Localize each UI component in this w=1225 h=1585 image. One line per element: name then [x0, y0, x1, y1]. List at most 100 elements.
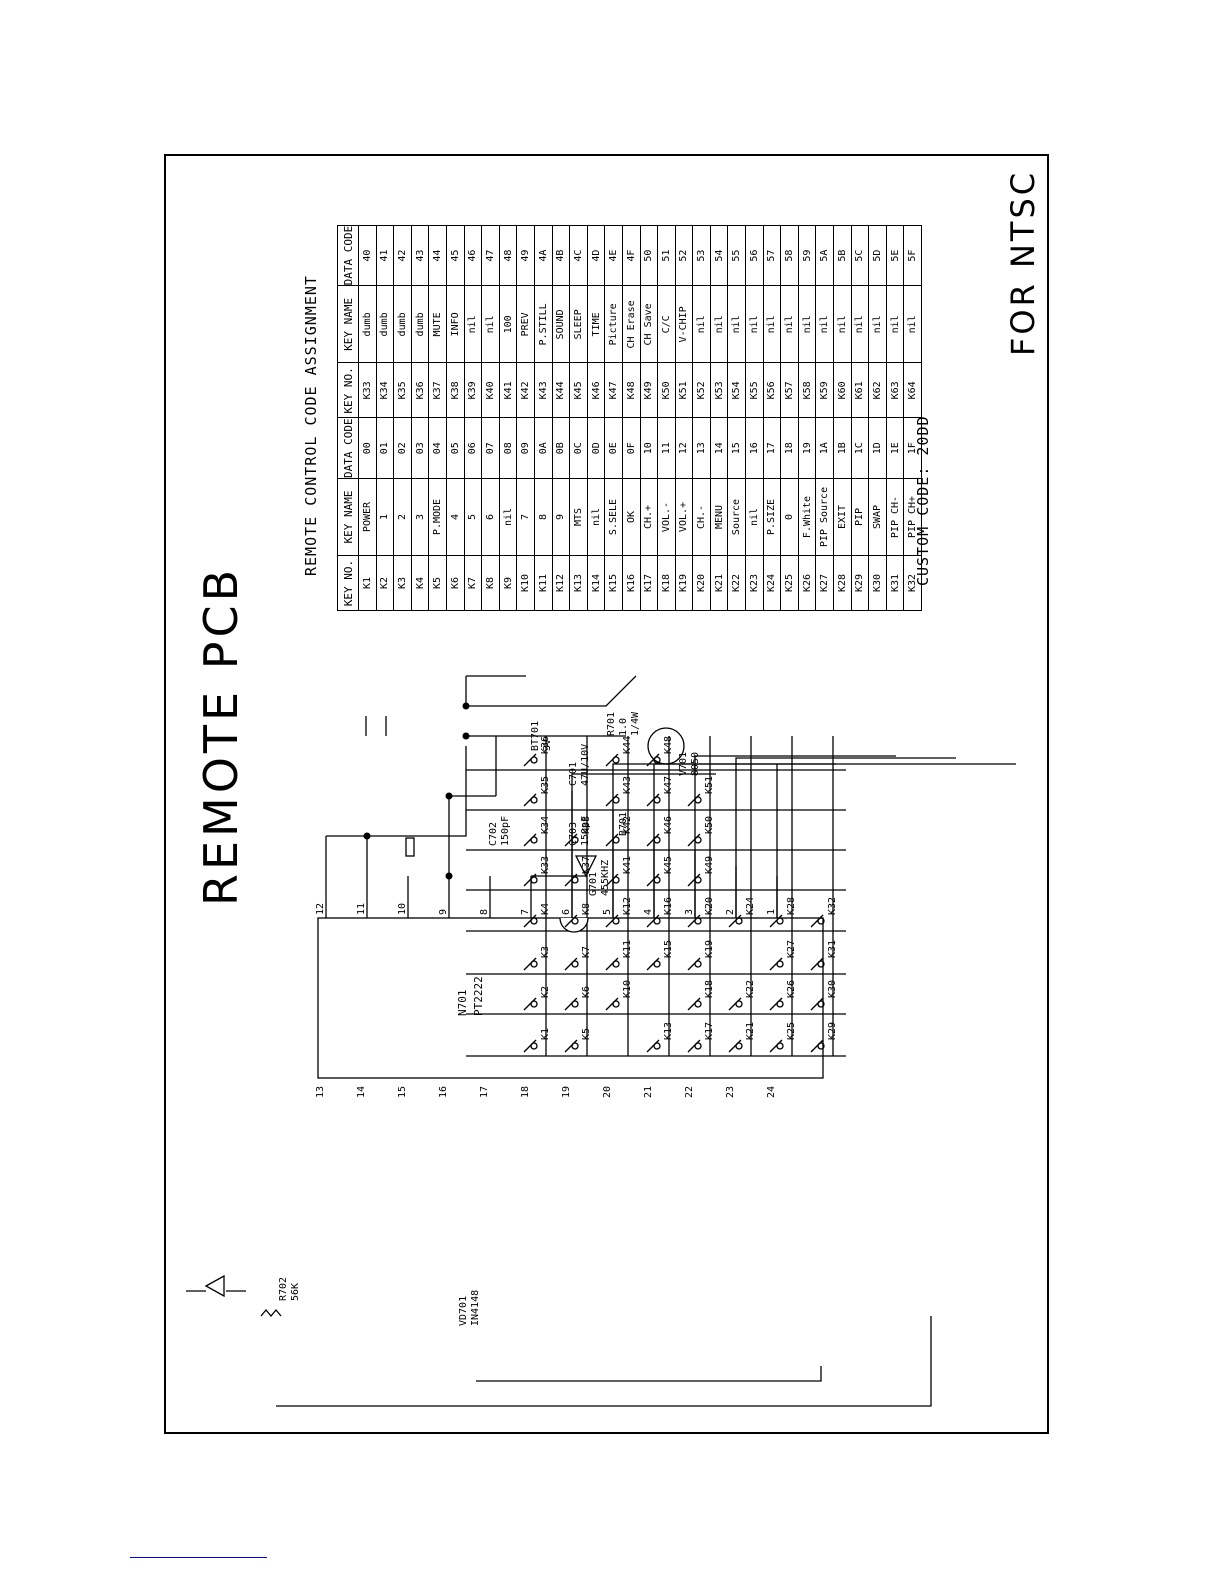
switch-contact: [530, 836, 538, 844]
ic-pin-number: 5: [602, 909, 613, 915]
switch-arm: [523, 833, 537, 847]
switch-arm: [646, 753, 660, 767]
switch-arm: [523, 914, 537, 928]
switch-contact: [776, 1000, 784, 1008]
cell-data-code: 5C: [851, 225, 869, 286]
cell-data-code: 5D: [868, 225, 887, 286]
cell-data-code: 0C: [569, 417, 588, 479]
cell-key-name: nil: [815, 285, 834, 363]
cell-data-code: 16: [745, 417, 764, 479]
switch-contact: [612, 1000, 620, 1008]
cell-key-name: nil: [745, 478, 764, 556]
r702-label: R702: [278, 1277, 289, 1301]
diode-vd701: [204, 1274, 225, 1298]
switch-arm: [646, 833, 660, 847]
ic-pin-number: 6: [561, 909, 572, 915]
switch-arm: [728, 997, 742, 1011]
c701-label: 47U/10V: [580, 744, 591, 786]
cell-data-code: 1A: [815, 417, 834, 479]
cell-key-no: K15: [604, 555, 623, 611]
c703-label: 150pF: [580, 816, 591, 846]
cell-data-code: 52: [675, 225, 693, 286]
junction-dot: [462, 702, 470, 710]
cell-key-no: K6: [446, 555, 465, 611]
switch-arm: [810, 997, 824, 1011]
cell-data-code: 56: [745, 225, 764, 286]
cell-key-name: CH Erase: [622, 285, 640, 363]
ic-pin-number: 15: [397, 1086, 408, 1098]
cell-data-code: 49: [516, 225, 535, 286]
key-label: K13: [663, 1022, 674, 1040]
c702-label: 150pF: [500, 816, 511, 846]
cell-key-name: nil: [833, 285, 852, 363]
cell-data-code: 4B: [552, 225, 570, 286]
cell-key-no: K5: [428, 555, 447, 611]
switch-contact: [653, 917, 661, 925]
wire: [612, 763, 776, 918]
switch-arm: [810, 1039, 824, 1053]
ic-pin-number: 17: [479, 1086, 490, 1098]
cell-key-no: K17: [640, 555, 658, 611]
cell-key-name: SWAP: [868, 478, 887, 556]
cell-key-name: 6: [481, 478, 500, 556]
cell-data-code: 10: [640, 417, 658, 479]
switch-contact: [653, 836, 661, 844]
cell-data-code: 40: [358, 225, 377, 286]
cell-key-no: K41: [499, 362, 517, 418]
cell-key-no: K14: [587, 555, 605, 611]
cell-key-name: V-CHIP: [675, 285, 693, 363]
cell-key-no: K36: [411, 362, 429, 418]
led-b701: [574, 855, 598, 878]
wire: [653, 763, 836, 918]
cell-key-no: K50: [657, 362, 676, 418]
cell-key-name: nil: [464, 285, 482, 363]
g701-label: G701: [588, 872, 599, 896]
ic-pin-number: 11: [356, 903, 367, 915]
key-label: K27: [786, 940, 797, 958]
key-label: K51: [704, 776, 715, 794]
key-label: K31: [827, 940, 838, 958]
vd701-label: VD701: [458, 1296, 469, 1326]
cell-data-code: 5F: [903, 225, 922, 286]
switch-arm: [687, 957, 701, 971]
ic-pin-number: 8: [479, 909, 490, 915]
cell-key-no: K27: [815, 555, 834, 611]
cell-data-code: 41: [376, 225, 394, 286]
wire: [476, 1366, 822, 1382]
cell-key-name: P.MODE: [428, 478, 447, 556]
cell-data-code: 53: [692, 225, 711, 286]
switch-arm: [687, 997, 701, 1011]
ic-pin-number: 19: [561, 1086, 572, 1098]
cell-key-no: K11: [534, 555, 553, 611]
switch-contact: [653, 756, 661, 764]
cell-key-name: PIP Source: [815, 478, 834, 556]
switch-contact: [571, 917, 579, 925]
cell-data-code: 55: [727, 225, 746, 286]
switch-contact: [612, 960, 620, 968]
cell-key-no: K44: [552, 362, 570, 418]
cell-key-no: K45: [569, 362, 588, 418]
cell-key-name: nil: [481, 285, 500, 363]
cell-key-no: K24: [763, 555, 781, 611]
key-label: K3: [540, 946, 551, 958]
wire: [735, 757, 956, 918]
cell-data-code: 43: [411, 225, 429, 286]
cell-data-code: 51: [657, 225, 676, 286]
transistor-v701: [647, 727, 685, 765]
cell-data-code: 42: [393, 225, 412, 286]
cell-data-code: 11: [657, 417, 676, 479]
switch-arm: [605, 833, 619, 847]
header-data-code-1: DATA CODE: [337, 417, 359, 479]
cell-key-name: nil: [587, 478, 605, 556]
cell-key-no: K48: [622, 362, 640, 418]
switch-arm: [605, 793, 619, 807]
cell-key-no: K46: [587, 362, 605, 418]
cell-key-no: K53: [710, 362, 728, 418]
